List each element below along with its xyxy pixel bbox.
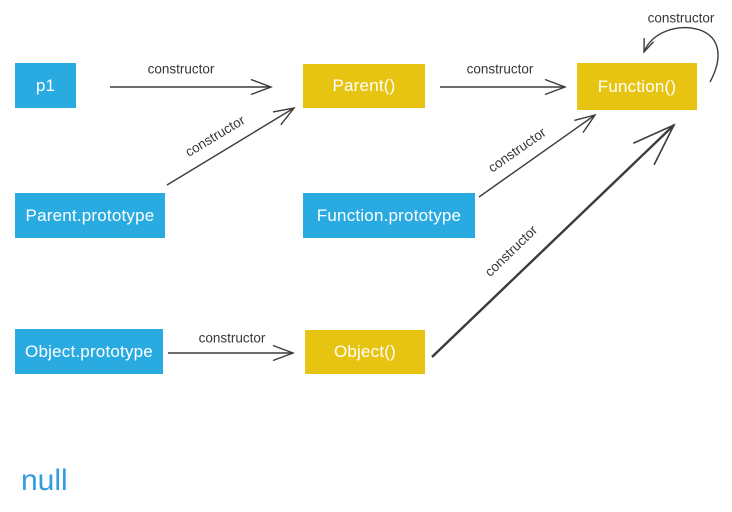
- node-parent-function: Parent(): [303, 64, 425, 108]
- edge-object-to-function: [431, 123, 676, 358]
- edge-label-object-prototype-to-object: constructor: [198, 330, 266, 346]
- edge-label-p1-to-parent: constructor: [147, 61, 215, 77]
- node-parent-prototype: Parent.prototype: [15, 193, 165, 238]
- edge-label-function-self-loop: constructor: [647, 10, 715, 26]
- node-function-prototype: Function.prototype: [303, 193, 475, 238]
- node-p1: p1: [15, 63, 76, 108]
- node-object-function: Object(): [305, 330, 425, 374]
- edge-function-self-loop: [643, 26, 719, 83]
- edge-parent-prototype-to-parent: [166, 106, 296, 186]
- edge-function-prototype-to-function: [478, 113, 597, 198]
- node-object-prototype: Object.prototype: [15, 329, 163, 374]
- null-label: null: [21, 464, 68, 497]
- node-function-function: Function(): [577, 63, 697, 110]
- edge-label-parent-to-function: constructor: [466, 61, 534, 77]
